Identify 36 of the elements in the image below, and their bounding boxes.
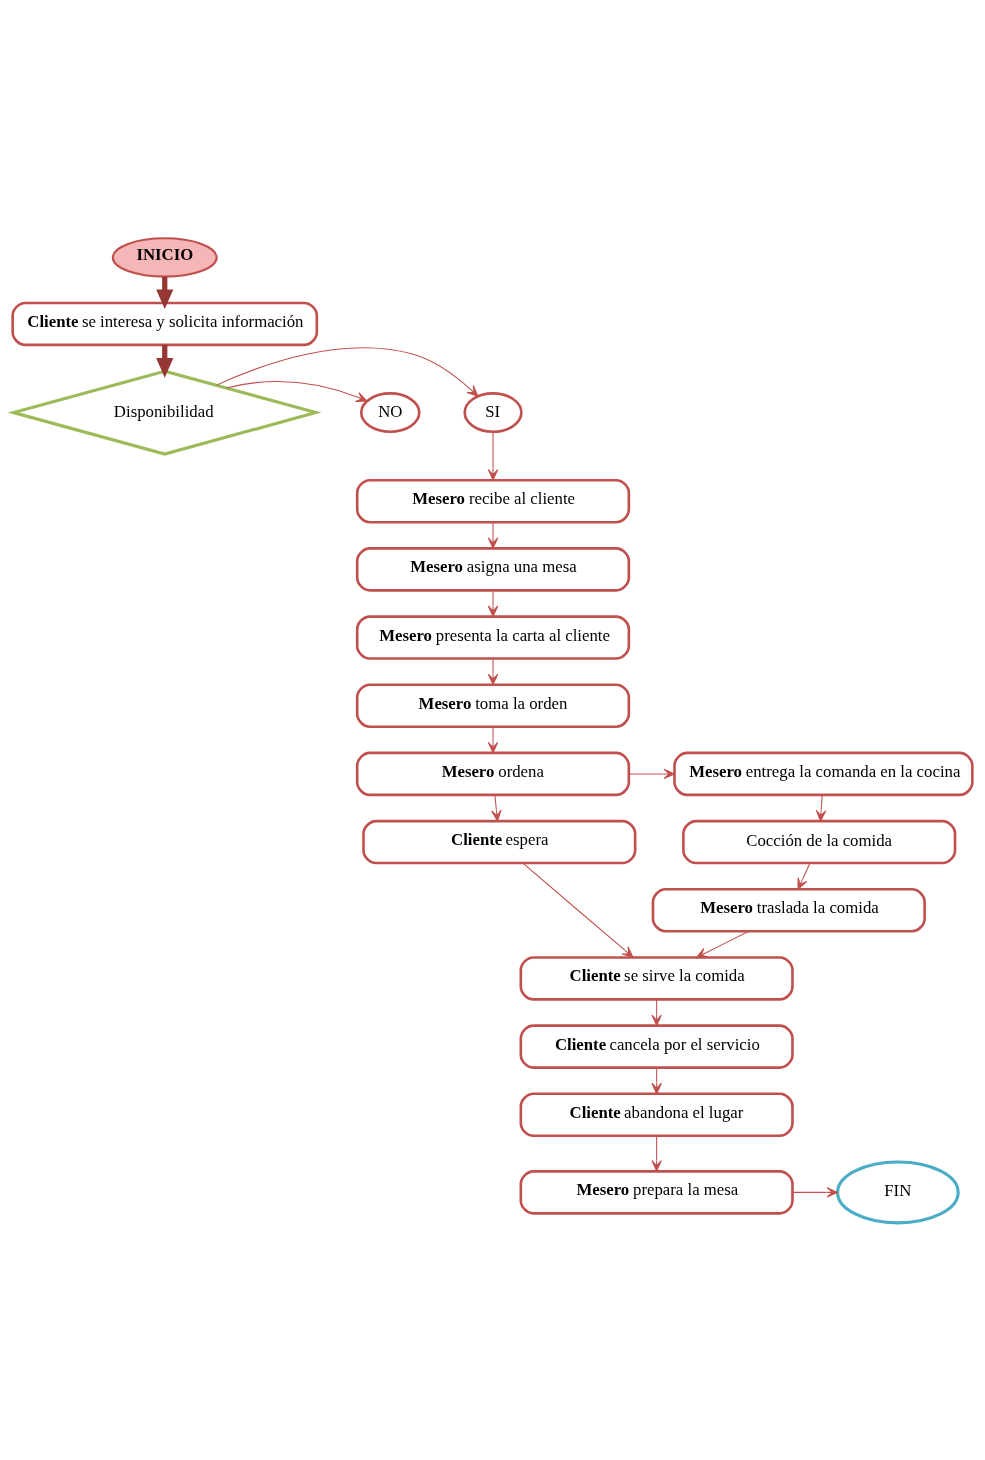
node-box: Cliente cancela por el servicio xyxy=(519,1023,794,1069)
node-ellipse: FIN xyxy=(836,1159,960,1224)
arrow xyxy=(487,589,499,617)
node-box: Mesero traslada la comida xyxy=(651,887,926,933)
arrow xyxy=(651,1066,662,1094)
node-box: Mesero ordena xyxy=(355,751,631,796)
arrow xyxy=(651,1135,662,1172)
node-box: Cliente se sirve la comida xyxy=(519,955,794,1001)
arrow xyxy=(225,380,368,402)
arrow xyxy=(487,657,499,685)
arrow xyxy=(487,521,499,549)
node-box: Mesero entrega la comanda en la cocina xyxy=(673,751,974,796)
arrow xyxy=(487,725,499,753)
node-box: Mesero toma la orden xyxy=(355,682,631,728)
node-box: Cocción de la comida xyxy=(682,819,957,864)
node-ellipse: SI xyxy=(463,391,523,433)
node-box: Mesero recibe al cliente xyxy=(355,478,631,523)
node-box: Cliente espera xyxy=(362,819,637,864)
node-box: Mesero presenta la carta al cliente xyxy=(355,614,631,660)
arrow xyxy=(797,862,811,890)
node-box: Cliente se interesa y solicita información xyxy=(11,301,319,346)
arrow xyxy=(215,346,479,397)
arrow xyxy=(628,768,675,779)
node-ellipse: INICIO xyxy=(111,236,218,278)
node-box: Mesero asigna una mesa xyxy=(355,546,631,592)
node-box: Cliente abandona el lugar xyxy=(519,1092,794,1137)
arrow xyxy=(487,430,499,481)
arrow xyxy=(792,1186,839,1198)
arrow xyxy=(651,998,662,1026)
arrow xyxy=(696,930,750,958)
node-diamond: Disponibilidad xyxy=(8,369,322,456)
arrow xyxy=(491,794,502,821)
arrow xyxy=(815,794,827,821)
arrow xyxy=(522,862,634,958)
node-box: Mesero prepara la mesa xyxy=(519,1169,794,1215)
node-ellipse: NO xyxy=(359,391,421,433)
